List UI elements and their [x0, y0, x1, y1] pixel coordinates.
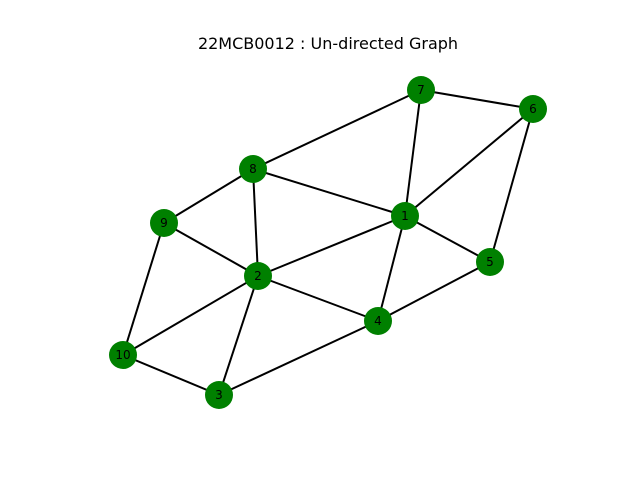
- edge-5-4: [377, 261, 491, 322]
- node-6: 6: [519, 95, 547, 123]
- edge-2-4: [257, 275, 379, 322]
- node-circle-2: [244, 262, 272, 290]
- node-10: 10: [109, 341, 137, 369]
- node-label-6: 6: [529, 102, 537, 116]
- node-2: 2: [244, 262, 272, 290]
- node-label-1: 1: [401, 209, 409, 223]
- node-circle-4: [364, 307, 392, 335]
- edge-1-5: [404, 215, 491, 263]
- nodes-layer: 1 2 3 4 5 6 7 8 9 10: [109, 76, 547, 409]
- node-circle-3: [205, 381, 233, 409]
- edge-7-6: [420, 89, 534, 110]
- edge-6-5: [489, 108, 534, 263]
- edge-7-1: [404, 89, 422, 217]
- node-label-4: 4: [374, 314, 382, 328]
- node-9: 9: [150, 209, 178, 237]
- edge-8-2: [252, 168, 259, 277]
- node-circle-6: [519, 95, 547, 123]
- node-circle-9: [150, 209, 178, 237]
- edge-8-1: [252, 168, 406, 217]
- edge-8-9: [163, 168, 254, 224]
- node-circle-7: [407, 76, 435, 104]
- edge-1-2: [257, 215, 406, 277]
- node-circle-5: [476, 248, 504, 276]
- node-label-7: 7: [417, 83, 425, 97]
- graph-title: 22MCB0012 : Un-directed Graph: [198, 34, 458, 53]
- edge-9-10: [122, 222, 165, 356]
- edge-3-4: [218, 320, 379, 396]
- node-3: 3: [205, 381, 233, 409]
- edge-6-1: [404, 108, 534, 217]
- node-label-5: 5: [486, 255, 494, 269]
- node-label-8: 8: [249, 162, 257, 176]
- node-circle-8: [239, 155, 267, 183]
- node-7: 7: [407, 76, 435, 104]
- node-label-10: 10: [115, 348, 130, 362]
- node-label-2: 2: [254, 269, 262, 283]
- edge-1-4: [377, 215, 406, 322]
- edges-layer: [122, 89, 534, 396]
- node-1: 1: [391, 202, 419, 230]
- node-circle-1: [391, 202, 419, 230]
- node-label-3: 3: [215, 388, 223, 402]
- edge-10-3: [122, 354, 220, 396]
- node-circle-10: [109, 341, 137, 369]
- edge-2-3: [218, 275, 259, 396]
- node-5: 5: [476, 248, 504, 276]
- edge-9-2: [163, 222, 259, 277]
- node-8: 8: [239, 155, 267, 183]
- node-4: 4: [364, 307, 392, 335]
- edge-7-8: [252, 89, 422, 170]
- node-label-9: 9: [160, 216, 168, 230]
- edge-2-10: [122, 275, 259, 356]
